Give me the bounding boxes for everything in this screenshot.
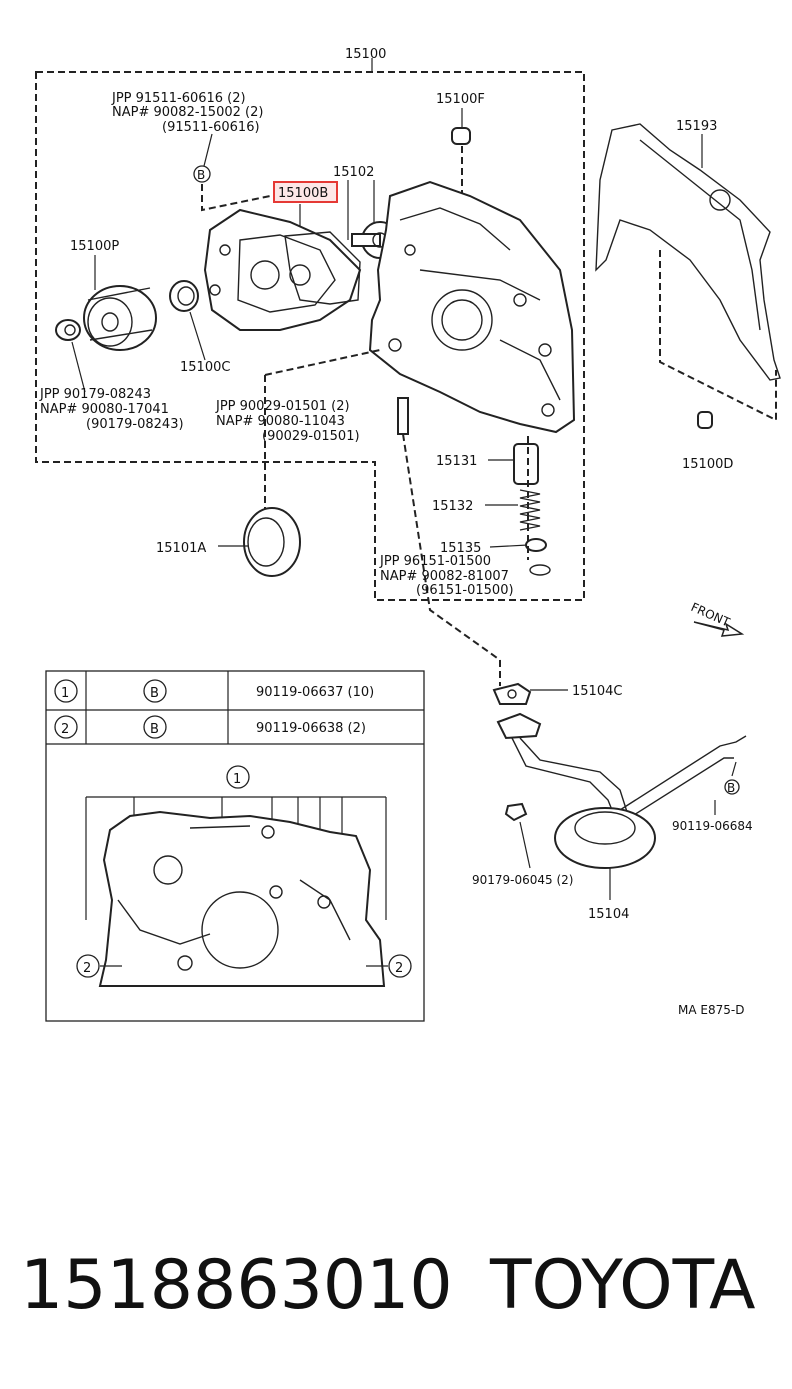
- callout-b: JPP 90179-08243 NAP# 90080-17041 (90179-…: [39, 387, 184, 432]
- clip-icon: [529, 564, 551, 576]
- callout-d: JPP 96151-01500 NAP# 90082-81007 (96151-…: [379, 554, 514, 598]
- diagram-code: MA E875-D: [678, 1003, 744, 1017]
- plug-15100F-icon: [451, 127, 471, 145]
- label-15135: 15135: [440, 541, 481, 556]
- svg-text:90119-06637 (10): 90119-06637 (10): [256, 685, 374, 700]
- label-15104: 15104: [588, 907, 629, 922]
- svg-text:1: 1: [233, 772, 241, 787]
- front-arrow: FRONT: [689, 600, 745, 637]
- oil-pump-body-icon: [203, 208, 362, 331]
- label-15100D: 15100D: [682, 457, 733, 472]
- svg-text:B: B: [197, 168, 205, 182]
- part-number: 1518863010: [20, 1246, 453, 1325]
- bolt-marker-icon: [724, 779, 740, 795]
- svg-text:2: 2: [83, 961, 91, 976]
- callout-a: JPP 91511-60616 (2) NAP# 90082-15002 (2)…: [111, 91, 263, 135]
- svg-text:NAP# 90082-81007: NAP# 90082-81007: [380, 569, 509, 584]
- label-15131: 15131: [436, 454, 477, 469]
- nut-icon: [504, 802, 528, 822]
- label-15132: 15132: [432, 499, 473, 514]
- gasket-15100B-icon: [284, 231, 361, 305]
- bolt-location-inset: 1 2 2: [76, 765, 412, 987]
- svg-text:NAP# 90082-15002 (2): NAP# 90082-15002 (2): [112, 105, 263, 120]
- svg-text:(96151-01500): (96151-01500): [416, 583, 514, 598]
- label-15100F: 15100F: [436, 92, 485, 107]
- svg-text:(90179-08243): (90179-08243): [86, 417, 184, 432]
- valve-15131-icon: [513, 443, 539, 485]
- nut-icon: [55, 319, 81, 341]
- stud-icon: [397, 397, 409, 435]
- label-15100P: 15100P: [70, 239, 119, 254]
- svg-text:JPP 90179-08243: JPP 90179-08243: [39, 387, 151, 402]
- svg-text:JPP 90029-01501 (2): JPP 90029-01501 (2): [215, 399, 350, 414]
- svg-text:B: B: [150, 686, 159, 701]
- svg-text:(91511-60616): (91511-60616): [162, 120, 260, 135]
- bolt-marker-icon: [193, 165, 211, 183]
- oil-seal-15101A-icon: [243, 507, 301, 577]
- spring-15132-icon: [519, 489, 541, 531]
- label-15193: 15193: [676, 119, 717, 134]
- svg-text:JPP 96151-01500: JPP 96151-01500: [379, 554, 491, 569]
- pin-15100D-icon: [697, 411, 713, 429]
- svg-text:B: B: [150, 722, 159, 737]
- oil-strainer-15104-icon: [496, 712, 747, 869]
- svg-text:NAP# 90080-17041: NAP# 90080-17041: [40, 402, 169, 417]
- timing-cover-icon: [368, 180, 576, 434]
- retainer-15135-icon: [525, 538, 547, 552]
- svg-text:1: 1: [61, 686, 69, 701]
- svg-text:2: 2: [61, 722, 69, 737]
- svg-text:90119-06638 (2): 90119-06638 (2): [256, 721, 366, 736]
- gasket-15104C-icon: [492, 682, 532, 705]
- callout-c: JPP 90029-01501 (2) NAP# 90080-11043 (90…: [215, 399, 360, 444]
- svg-text:B: B: [727, 781, 735, 795]
- bolt-table: 1 B 90119-06637 (10) 2 B 90119-06638 (2): [45, 670, 425, 1022]
- label-90179-06045: 90179-06045 (2): [472, 873, 574, 887]
- label-15100: 15100: [345, 47, 386, 62]
- svg-text:2: 2: [395, 961, 403, 976]
- svg-text:(90029-01501): (90029-01501): [262, 429, 360, 444]
- label-15102: 15102: [333, 165, 374, 180]
- highlight-15100B: [273, 181, 338, 203]
- label-15100C: 15100C: [180, 360, 230, 375]
- pulley-15100P-icon: [83, 285, 157, 351]
- seal-15100C-icon: [169, 280, 199, 312]
- label-15101A: 15101A: [156, 541, 206, 556]
- label-15104C: 15104C: [572, 684, 622, 699]
- svg-text:NAP# 90080-11043: NAP# 90080-11043: [216, 414, 345, 429]
- label-90119-06684: 90119-06684: [672, 819, 753, 833]
- brand-name: TOYOTA: [489, 1246, 755, 1325]
- label-15100B: 15100B: [278, 186, 328, 201]
- assembly-boundary: [35, 71, 585, 601]
- svg-text:JPP 91511-60616 (2): JPP 91511-60616 (2): [111, 91, 246, 106]
- gasket-15193-icon: [595, 123, 781, 381]
